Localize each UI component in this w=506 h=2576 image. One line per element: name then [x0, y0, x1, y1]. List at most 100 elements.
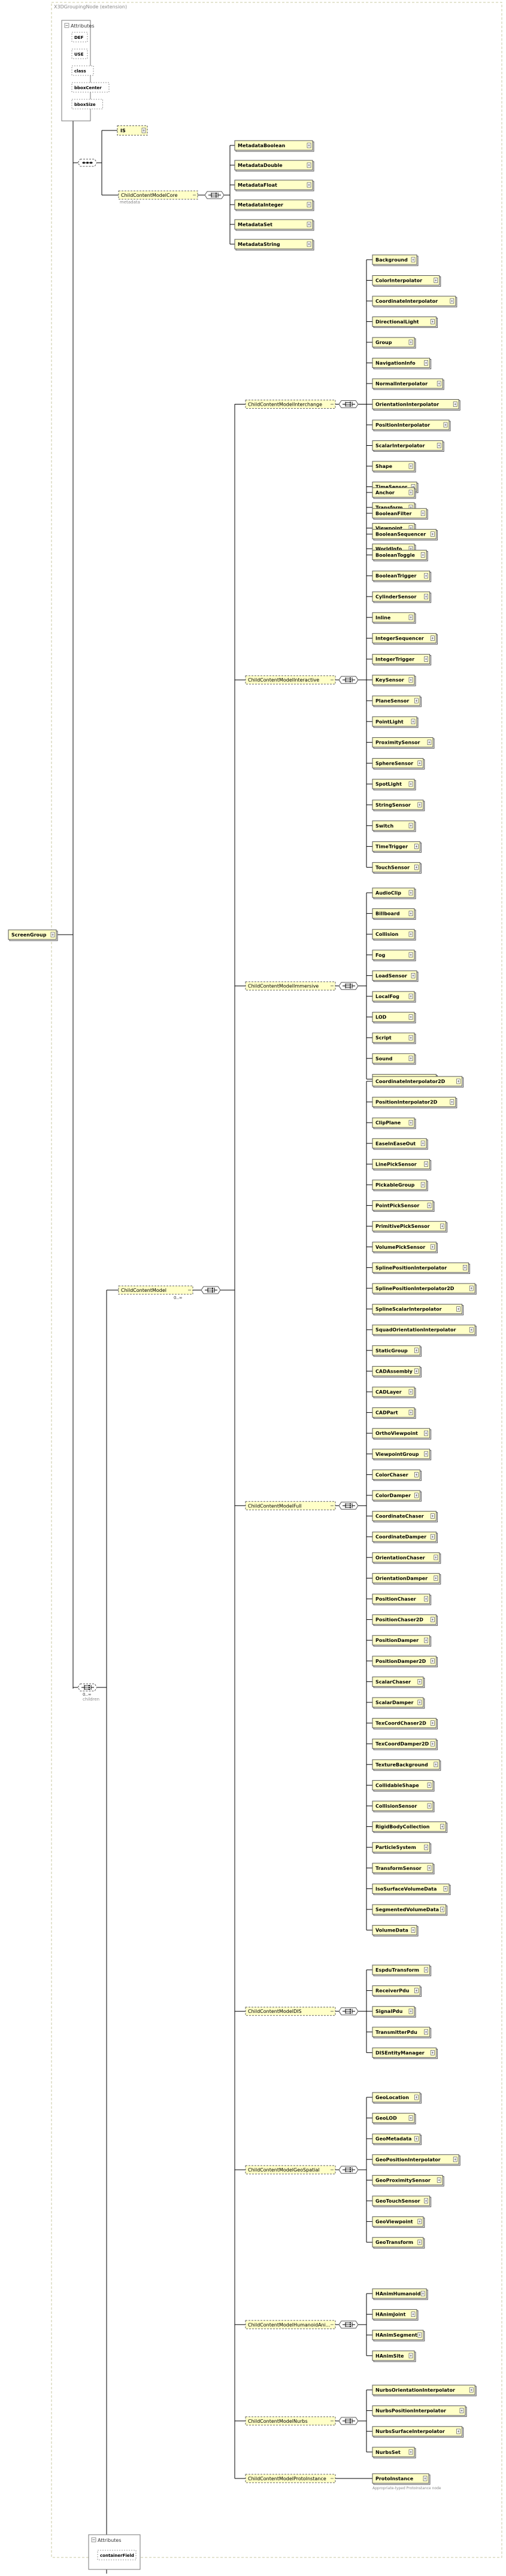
- element-scalarinterpolator: ScalarInterpolator: [372, 440, 444, 452]
- element-label: VolumeData: [375, 1928, 408, 1933]
- element-box: [372, 1032, 415, 1043]
- element-box: [372, 1200, 434, 1211]
- element-background: Background: [372, 254, 419, 266]
- element-label: GeoPositionInterpolator: [375, 2157, 441, 2163]
- element-box: [234, 219, 313, 230]
- element-box: [372, 758, 424, 768]
- element-label: SpotLight: [375, 781, 402, 787]
- element-label: SplinePositionInterpolator: [375, 1265, 447, 1270]
- element-segmentedvolumedata: SegmentedVolumeData: [372, 1904, 448, 1916]
- element-label: ScreenGroup: [11, 932, 47, 938]
- element-label: PositionChaser2D: [375, 1617, 423, 1623]
- element-box: [372, 1345, 420, 1356]
- element-volumepicksensor: VolumePickSensor: [372, 1242, 438, 1254]
- element-normalinterpolator: NormalInterpolator: [372, 378, 444, 390]
- element-box: [372, 778, 415, 789]
- element-label: ReceiverPdu: [375, 1988, 410, 1994]
- attribute-use: USE: [74, 52, 84, 57]
- choice-icon: [350, 2418, 351, 2420]
- element-label: IsoSurfaceVolumeData: [375, 1886, 437, 1891]
- element-label: NurbsSet: [375, 2450, 401, 2455]
- element-geometadata: GeoMetadata: [372, 2133, 422, 2145]
- element-box: [372, 2237, 424, 2247]
- element-label: ScalarChaser: [375, 1679, 411, 1684]
- element-box: [372, 337, 415, 348]
- element-box: [372, 440, 443, 451]
- group-box: [245, 2474, 336, 2483]
- attribute-box: [71, 65, 94, 76]
- element-label: MetadataFloat: [238, 183, 277, 188]
- element-label: ScalarDamper: [375, 1700, 414, 1705]
- element-nurbsorientationinterpolator: NurbsOrientationInterpolator: [372, 2385, 477, 2396]
- element-box: [372, 2154, 459, 2165]
- element-booleantoggle: BooleanToggle: [372, 549, 428, 561]
- extension-frame: [51, 2, 502, 2558]
- element-integertrigger: IntegerTrigger: [372, 653, 432, 665]
- element-box: [372, 2006, 415, 2017]
- element-inline: Inline: [372, 612, 416, 624]
- element-label: KeySensor: [375, 677, 404, 683]
- group-box: [118, 1285, 193, 1295]
- element-label: BooleanTrigger: [375, 573, 416, 579]
- element-primitivepicksensor: PrimitivePickSensor: [372, 1221, 448, 1233]
- element-cadpart: CADPart: [372, 1407, 416, 1419]
- sequence-compositor: [77, 159, 98, 167]
- element-label: Collision: [375, 932, 399, 937]
- element-timetrigger: TimeTrigger: [372, 841, 422, 853]
- element-box: [372, 2113, 415, 2124]
- element-box: [372, 1985, 420, 1996]
- element-signalpdu: SignalPdu: [372, 2006, 416, 2018]
- element-particlesystem: ParticleSystem: [372, 1842, 432, 1854]
- element-box: [372, 1138, 427, 1149]
- element-box: [372, 1386, 415, 1397]
- element-label: IntegerSequencer: [375, 636, 424, 641]
- element-label: ProximitySensor: [375, 740, 420, 746]
- group-childcontentmodelcore: ChildContentModelCore: [118, 190, 198, 200]
- element-sound: Sound: [372, 1053, 416, 1065]
- element-geotransform: GeoTransform: [372, 2237, 425, 2249]
- model-occurrence: 0..∞: [174, 1295, 183, 1300]
- element-label: ColorDamper: [375, 1493, 411, 1498]
- element-metadatastring: MetadataString: [234, 239, 314, 251]
- element-box: [372, 1097, 456, 1108]
- element-texcoordchaser2d: TexCoordChaser2D: [372, 1718, 438, 1730]
- element-box: [372, 841, 420, 852]
- element-label: PointPickSensor: [375, 1203, 419, 1209]
- attribute-box: [71, 82, 110, 93]
- element-label: ParticleSystem: [375, 1845, 416, 1850]
- element-label: ColorInterpolator: [375, 278, 422, 284]
- element-positionchaser: PositionChaser: [372, 1593, 432, 1605]
- element-collidableshape: CollidableShape: [372, 1780, 435, 1792]
- group-label: ChildContentModelFull: [248, 1503, 302, 1509]
- element-box: [372, 378, 443, 389]
- element-box: [234, 140, 313, 151]
- element-label: SegmentedVolumeData: [375, 1907, 439, 1912]
- element-label: BooleanToggle: [375, 552, 415, 558]
- element-collisionsensor: CollisionSensor: [372, 1801, 435, 1812]
- choice-icon: [350, 987, 351, 989]
- element-box: [372, 399, 459, 409]
- element-box: [372, 674, 415, 685]
- element-label: OrthoViewpoint: [375, 1431, 418, 1436]
- element-script: Script: [372, 1032, 416, 1044]
- element-coordinateinterpolator2d: CoordinateInterpolator2D: [372, 1076, 464, 1088]
- element-label: HAnimSegment: [375, 2332, 417, 2338]
- element-localfog: LocalFog: [372, 991, 416, 1003]
- element-spotlight: SpotLight: [372, 778, 416, 790]
- element-box: [372, 1469, 420, 1480]
- element-label: NavigationInfo: [375, 361, 416, 366]
- element-box: [372, 549, 427, 560]
- element-label: MetadataString: [238, 242, 280, 247]
- element-label: EaseInEaseOut: [375, 1141, 416, 1146]
- element-box: [372, 1883, 450, 1894]
- group-choice-1: [338, 676, 359, 684]
- choice-icon: [350, 1507, 351, 1509]
- element-label: GeoViewpoint: [375, 2219, 413, 2225]
- element-box: [372, 317, 437, 327]
- core-choice: [204, 191, 225, 199]
- element-box: [372, 1573, 440, 1583]
- element-label: Script: [375, 1035, 392, 1041]
- element-colorchaser: ColorChaser: [372, 1469, 422, 1481]
- element-label: TransmitterPdu: [375, 2030, 417, 2035]
